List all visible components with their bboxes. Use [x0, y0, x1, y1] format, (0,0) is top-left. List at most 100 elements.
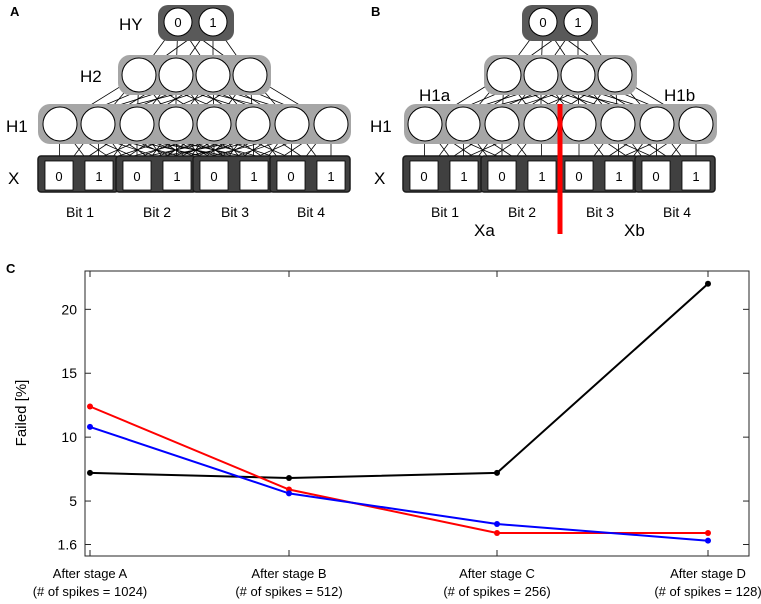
series-line [89, 405, 708, 534]
hidden-node [560, 57, 596, 93]
series-point [494, 521, 500, 528]
series-point [87, 469, 93, 476]
bit-cell [44, 160, 74, 191]
h1-label: H1 [370, 117, 392, 136]
h1-node [678, 106, 714, 142]
bit-value: 1 [692, 169, 699, 184]
y-tick-label: 1.6 [58, 536, 78, 552]
bit-label: Bit 2 [508, 204, 536, 220]
hy-node-label: 1 [574, 15, 581, 30]
bit-label: Bit 3 [586, 204, 614, 220]
bit-cell [199, 160, 229, 191]
x-tick-label: After stage C [459, 566, 535, 581]
bit-cell [276, 160, 306, 191]
hy-label: HY [119, 15, 143, 34]
panel-a-connections [58, 21, 332, 177]
x-label: X [374, 169, 385, 188]
h1-node [561, 106, 597, 142]
hidden-node [486, 57, 522, 93]
bit-label: Bit 1 [66, 204, 94, 220]
hidden-node [121, 57, 157, 93]
series-point [705, 529, 711, 536]
bit-cell [527, 160, 557, 191]
xa-label: Xa [474, 221, 495, 240]
y-tick-label: 20 [61, 301, 77, 317]
x-tick-label: After stage D [670, 566, 746, 581]
bit-cell [162, 160, 192, 191]
h1-node [313, 106, 349, 142]
bit-value: 0 [575, 169, 582, 184]
bit-value: 0 [133, 169, 140, 184]
bit-value: 1 [538, 169, 545, 184]
h1-node [523, 106, 559, 142]
series-point [705, 537, 711, 544]
bit-cell [84, 160, 114, 191]
bit-label: Bit 4 [663, 204, 691, 220]
hy-node-label: 0 [174, 15, 181, 30]
bit-value: 1 [615, 169, 622, 184]
h2-label: H2 [80, 67, 102, 86]
bit-value: 0 [498, 169, 505, 184]
x-axis-ticks: After stage A (# of spikes = 1024) After s… [33, 271, 761, 599]
plot-series [87, 280, 711, 544]
plot-frame [84, 270, 750, 557]
bit-label: Bit 2 [143, 204, 171, 220]
x-tick-sublabel: (# of spikes = 256) [443, 584, 550, 599]
y-axis-label: Failed [%] [13, 380, 30, 447]
h1-node [484, 106, 520, 142]
bit-cell [487, 160, 517, 191]
h1-node [42, 106, 78, 142]
h1-node [639, 106, 675, 142]
h1-node [119, 106, 155, 142]
bit-label: Bit 1 [431, 204, 459, 220]
hidden-node [195, 57, 231, 93]
hidden-node [232, 57, 268, 93]
series-point [494, 469, 500, 476]
x-tick-sublabel: (# of spikes = 1024) [33, 584, 148, 599]
h1-node [445, 106, 481, 142]
hy-node [163, 7, 193, 37]
bit-cell [409, 160, 439, 191]
bit-cell [449, 160, 479, 191]
h1-node [235, 106, 271, 142]
h1-node [80, 106, 116, 142]
bit-value: 1 [173, 169, 180, 184]
bit-label: Bit 4 [297, 204, 325, 220]
h1-node [196, 106, 232, 142]
hidden-node [523, 57, 559, 93]
series-line [89, 425, 709, 542]
hy-node [563, 7, 593, 37]
series-point [87, 403, 93, 410]
bit-cell [604, 160, 634, 191]
series-point [286, 490, 292, 497]
x-label: X [8, 169, 19, 188]
h1-node [274, 106, 310, 142]
bit-value: 0 [55, 169, 62, 184]
xb-label: Xb [624, 221, 645, 240]
bit-label: Bit 3 [221, 204, 249, 220]
bit-value: 1 [460, 169, 467, 184]
h1-node [600, 106, 636, 142]
h2-layer-box [118, 55, 271, 95]
hidden-node [597, 57, 633, 93]
bit-value: 0 [210, 169, 217, 184]
panel-a-letter: A [10, 4, 20, 19]
bit-cell [641, 160, 671, 191]
series-point [286, 475, 292, 482]
bit-value: 1 [327, 169, 334, 184]
hy-node [528, 7, 558, 37]
series-point [494, 529, 500, 536]
series-point [87, 423, 93, 430]
y-tick-label: 5 [69, 493, 77, 509]
h1-layer-box [38, 104, 351, 144]
x-tick-sublabel: (# of spikes = 512) [235, 584, 342, 599]
hy-node-label: 0 [539, 15, 546, 30]
hy-node [198, 7, 228, 37]
x-tick-label: After stage A [53, 566, 128, 581]
